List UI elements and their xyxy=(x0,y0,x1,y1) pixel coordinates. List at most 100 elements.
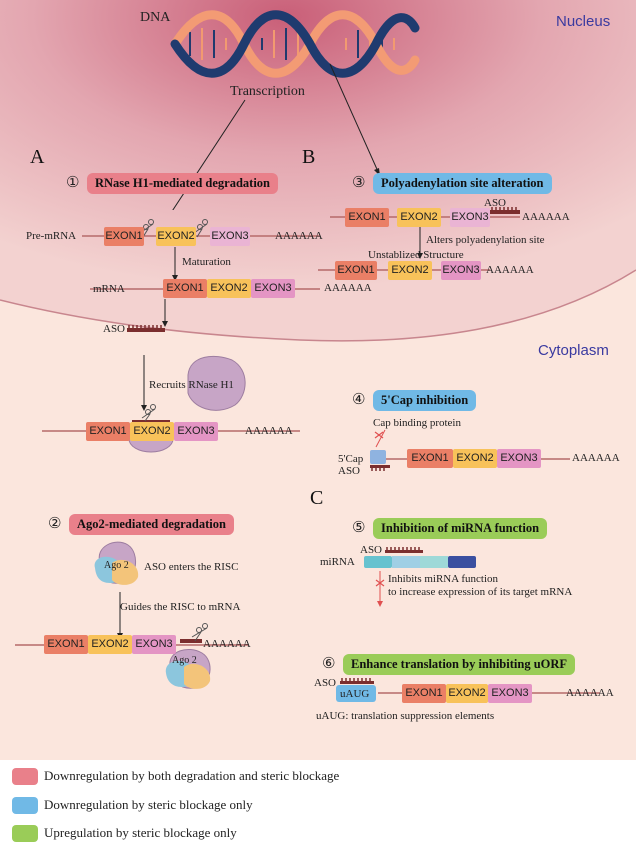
exon3-box: EXON3 xyxy=(132,635,176,654)
mirna-segment-2 xyxy=(392,556,420,568)
five-cap-label: 5'Cap xyxy=(338,453,364,465)
ago2-label: Ago 2 xyxy=(104,560,129,571)
pre-mrna-label: Pre-mRNA xyxy=(26,230,77,242)
cell-background xyxy=(0,0,636,760)
aso-label-3: ASO xyxy=(484,197,507,209)
exon3-box: EXON3 xyxy=(210,227,250,246)
exon1-box: EXON1 xyxy=(402,684,446,703)
exon3-box: EXON3 xyxy=(174,422,218,441)
mechanism-3-number: ③ xyxy=(352,173,366,191)
exon3-box: EXON3 xyxy=(497,449,541,468)
nuclear-membrane xyxy=(0,269,636,342)
mechanism-3-title: Polyadenylation site alteration xyxy=(373,173,552,194)
cap-structure xyxy=(370,450,386,464)
exon1-box: EXON1 xyxy=(335,261,377,280)
exon1-box: EXON1 xyxy=(407,449,453,468)
legend-swatch-steric-down xyxy=(12,797,38,814)
mirna-segment-3 xyxy=(420,556,448,568)
exon1-box: EXON1 xyxy=(44,635,88,654)
exon3-box: EXON3 xyxy=(488,684,532,703)
section-letter-b: B xyxy=(302,146,316,168)
nucleus-area xyxy=(0,0,636,341)
exon2-box: EXON2 xyxy=(453,449,497,468)
rnase-h1-enzyme xyxy=(187,355,246,411)
nucleus-label: Nucleus xyxy=(556,13,611,30)
mrna-label: mRNA xyxy=(93,283,125,295)
alters-polya-label: Alters polyadenylation site xyxy=(426,234,545,246)
exon1-box: EXON1 xyxy=(104,227,144,246)
mechanism-6-number: ⑥ xyxy=(322,654,336,672)
scissors-icon-3 xyxy=(191,623,208,642)
cytoplasm-label: Cytoplasm xyxy=(538,342,609,359)
ago2-label-2: Ago 2 xyxy=(172,655,197,666)
uaug-note-label: uAUG: translation suppression elements xyxy=(316,710,495,722)
mechanism-2-title: Ago2-mediated degradation xyxy=(69,514,234,535)
mechanism-1-title: RNase H1-mediated degradation xyxy=(87,173,278,194)
polya-label: AAAAAA xyxy=(324,282,372,294)
aso-strand-icon xyxy=(490,207,520,214)
aso-strand-icon xyxy=(370,465,390,471)
legend-swatch-steric-up xyxy=(12,825,38,842)
dna-label: DNA xyxy=(140,10,171,25)
exon1-box: EXON1 xyxy=(163,279,207,298)
inhibits-line2: to increase expression of its target mRN… xyxy=(388,586,573,598)
mirna-segment-4 xyxy=(448,556,476,568)
uaug-box xyxy=(336,685,376,702)
ago2-risc-complex xyxy=(94,541,139,585)
polya-label: AAAAAA xyxy=(566,687,614,699)
exon2-box: EXON2 xyxy=(156,227,196,246)
mechanism-6-title: Enhance translation by inhibiting uORF xyxy=(343,654,576,675)
mechanism-5-title: Inhibition of miRNA function xyxy=(373,518,548,539)
legend-text-steric-up: Upregulation by steric blockage only xyxy=(44,825,237,840)
section-letter-c: C xyxy=(310,487,324,509)
exon2-box: EXON2 xyxy=(388,261,432,280)
block-x-icon xyxy=(374,431,384,439)
exon2-box: EXON2 xyxy=(207,279,251,298)
legend-text-degradation: Downregulation by both degradation and s… xyxy=(44,768,340,783)
dna-helix-graphic xyxy=(170,10,420,210)
recruits-rnase-label: Recruits RNase H1 xyxy=(149,379,234,391)
mechanism-4-title: 5'Cap inhibition xyxy=(373,390,477,411)
exon2-box: EXON2 xyxy=(397,208,441,227)
exon2-box: EXON2 xyxy=(88,635,132,654)
aso-label-4: ASO xyxy=(338,465,361,477)
guides-risc-label: Guides the RISC to mRNA xyxy=(120,601,241,613)
exon1-box: EXON1 xyxy=(345,208,389,227)
mechanism-2-graphic xyxy=(15,541,248,689)
mechanism-4-number: ④ xyxy=(352,390,366,408)
scissors-icon-2 xyxy=(141,404,156,422)
exon3-box: EXON3 xyxy=(441,261,481,280)
uaug-label: uAUG xyxy=(340,688,370,700)
mirna-segment-1 xyxy=(364,556,392,568)
legend-text-steric-down: Downregulation by steric blockage only xyxy=(44,797,253,812)
mechanism-5-number: ⑤ xyxy=(352,518,366,536)
block-x-icon xyxy=(375,579,385,587)
aso-strand-icon xyxy=(340,678,374,684)
cap-binding-protein-label: Cap binding protein xyxy=(373,417,461,429)
aso-strand-icon xyxy=(180,639,202,643)
exon1-box: EXON1 xyxy=(86,422,130,441)
polya-label: AAAAAA xyxy=(245,425,293,437)
mechanism-5-graphic xyxy=(364,547,476,607)
aso-enters-risc-label: ASO enters the RISC xyxy=(144,561,239,573)
maturation-label: Maturation xyxy=(182,256,231,268)
mechanism-1-number: ① xyxy=(66,173,80,191)
transcription-label: Transcription xyxy=(230,84,305,99)
exon3-box: EXON3 xyxy=(251,279,295,298)
exon2-box: EXON2 xyxy=(130,422,174,441)
polya-label: AAAAAA xyxy=(522,211,570,223)
mechanism-2-number: ② xyxy=(48,514,62,532)
aso-label: ASO xyxy=(103,323,126,335)
polya-label: AAAAAA xyxy=(275,230,323,242)
polya-label: AAAAAA xyxy=(572,452,620,464)
inhibits-line1: Inhibits miRNA function xyxy=(388,573,498,585)
ago2-bound-complex xyxy=(165,649,211,689)
section-letter-a: A xyxy=(30,146,45,168)
aso-label-6: ASO xyxy=(314,677,337,689)
aso-strand-icon xyxy=(385,547,423,553)
exon3-box: EXON3 xyxy=(450,208,490,227)
legend-swatch-degradation xyxy=(12,768,38,785)
polya-label: AAAAAA xyxy=(486,264,534,276)
aso-strand-icon xyxy=(127,325,165,332)
aso-label-5: ASO xyxy=(360,544,383,556)
